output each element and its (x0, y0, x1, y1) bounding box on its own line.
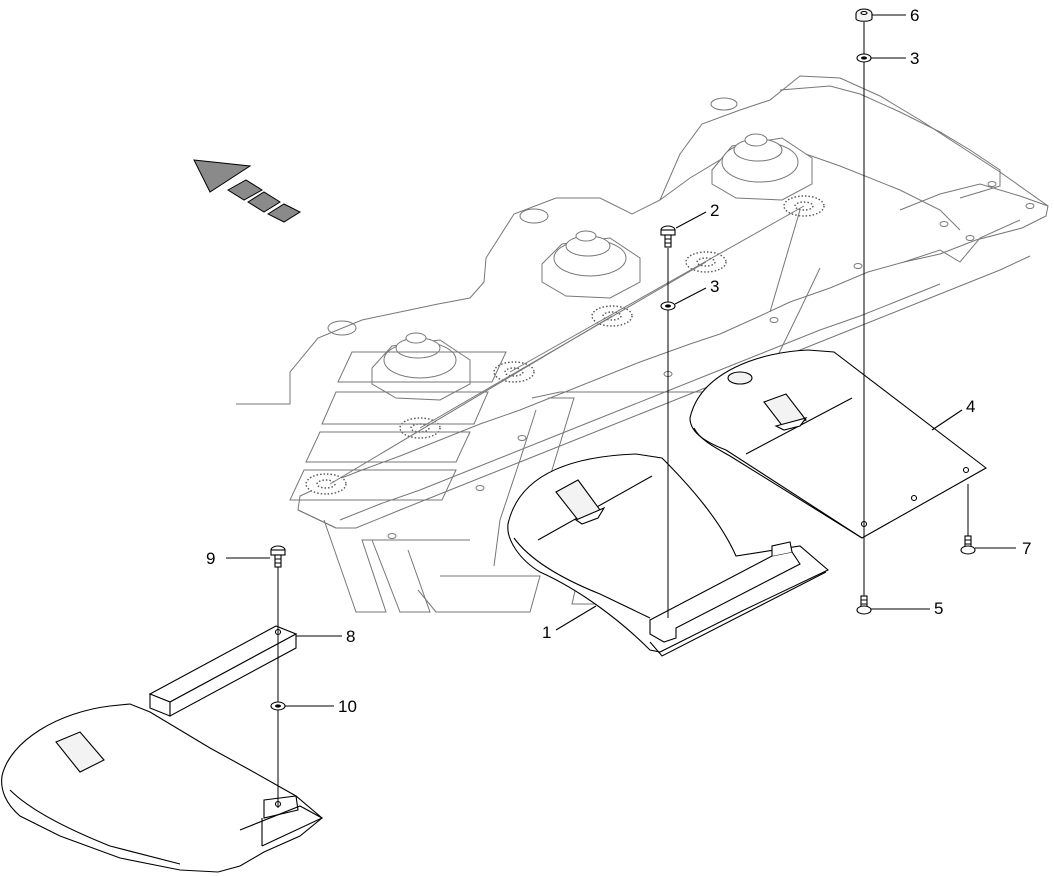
callout-label-8: 8 (346, 627, 355, 646)
disc-hub-middle (541, 230, 641, 299)
assembly-axis-lines (277, 22, 969, 808)
callout-label-4: 4 (966, 397, 975, 416)
callout-label-2: 2 (710, 201, 719, 220)
callout-label-7: 6 (910, 6, 919, 25)
callout-label-10: 10 (338, 697, 357, 716)
callout-label-3-center: 3 (710, 277, 719, 296)
nut-icon (855, 8, 873, 22)
bar-runner (148, 625, 298, 717)
callout-leaders (226, 14, 1016, 707)
bolt-icon (270, 545, 286, 568)
callout-label-6: 7 (1022, 539, 1031, 558)
cutter-bar-outline (236, 75, 1049, 539)
disc-hub-right (711, 133, 813, 201)
callout-label-5: 5 (934, 599, 943, 618)
bolt-icon (660, 225, 676, 248)
callout-labels: 6 3 2 3 4 5 7 1 8 9 10 (206, 6, 1031, 716)
washer-icon (660, 301, 676, 311)
callout-label-9: 9 (206, 549, 215, 568)
bolt-icon (856, 595, 872, 615)
washer-icon (270, 701, 286, 711)
washer-icon (856, 53, 872, 63)
callout-label-3-top: 3 (910, 49, 919, 68)
travel-direction-arrow-icon (193, 159, 302, 223)
callout-label-1: 1 (542, 623, 551, 642)
bolt-icon (960, 535, 976, 555)
skid-plate-rear (689, 349, 987, 539)
guide-lines (329, 205, 805, 485)
runner-skid-bottom-left (1, 703, 324, 873)
disc-hub-left (371, 332, 471, 401)
